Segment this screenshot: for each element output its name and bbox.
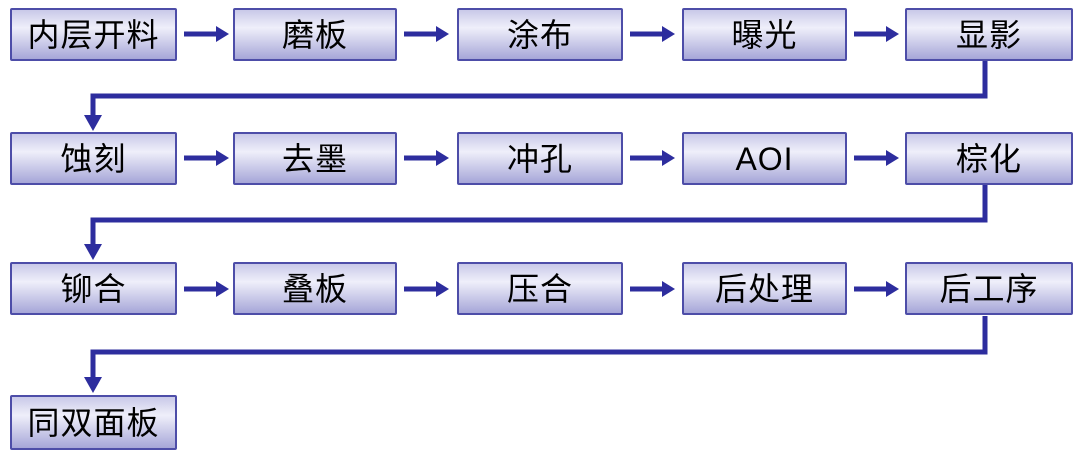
process-step-box: 曝光 xyxy=(682,8,847,61)
process-step-box: 显影 xyxy=(905,8,1073,61)
process-step-box: 同双面板 xyxy=(10,395,177,450)
arrow-right-icon xyxy=(630,26,675,42)
process-step-label: 压合 xyxy=(506,270,573,307)
process-step-label: 叠板 xyxy=(281,270,348,307)
process-step-label: 后处理 xyxy=(714,270,814,307)
process-step-box: 磨板 xyxy=(233,8,397,61)
arrow-right-icon xyxy=(184,281,229,297)
arrow-right-icon xyxy=(404,150,449,166)
process-step-box: 冲孔 xyxy=(457,132,623,185)
process-step-box: 涂布 xyxy=(457,8,623,61)
process-step-label: 涂布 xyxy=(506,16,573,53)
process-step-box: 去墨 xyxy=(233,132,397,185)
process-step-box: AOI xyxy=(682,132,847,185)
process-step-label: 冲孔 xyxy=(506,140,573,177)
process-step-box: 棕化 xyxy=(905,132,1073,185)
connector-down-elbow xyxy=(84,185,988,260)
process-step-box: 后工序 xyxy=(905,262,1073,315)
process-step-box: 叠板 xyxy=(233,262,397,315)
process-step-label: 显影 xyxy=(955,16,1022,53)
arrow-right-icon xyxy=(854,150,899,166)
process-step-label: 蚀刻 xyxy=(60,140,127,177)
arrow-right-icon xyxy=(404,26,449,42)
connector-down-elbow xyxy=(84,316,988,393)
arrow-right-icon xyxy=(854,26,899,42)
process-step-label: 曝光 xyxy=(731,16,798,53)
process-step-label: 内层开料 xyxy=(27,16,160,53)
process-step-box: 铆合 xyxy=(10,262,177,315)
arrow-right-icon xyxy=(404,281,449,297)
arrow-right-icon xyxy=(630,281,675,297)
process-step-label: 后工序 xyxy=(939,270,1039,307)
arrow-right-icon xyxy=(854,281,899,297)
process-step-box: 压合 xyxy=(457,262,623,315)
process-step-label: 同双面板 xyxy=(27,404,160,441)
process-step-box: 后处理 xyxy=(682,262,847,315)
process-step-box: 蚀刻 xyxy=(10,132,177,185)
process-step-label: 棕化 xyxy=(955,140,1022,177)
arrow-right-icon xyxy=(184,26,229,42)
arrow-right-icon xyxy=(630,150,675,166)
process-step-label: 磨板 xyxy=(281,16,348,53)
arrow-right-icon xyxy=(184,150,229,166)
process-step-label: 铆合 xyxy=(60,270,127,307)
process-step-label: AOI xyxy=(735,140,794,177)
process-step-label: 去墨 xyxy=(281,140,348,177)
connector-down-elbow xyxy=(84,61,988,131)
process-step-box: 内层开料 xyxy=(10,8,177,61)
